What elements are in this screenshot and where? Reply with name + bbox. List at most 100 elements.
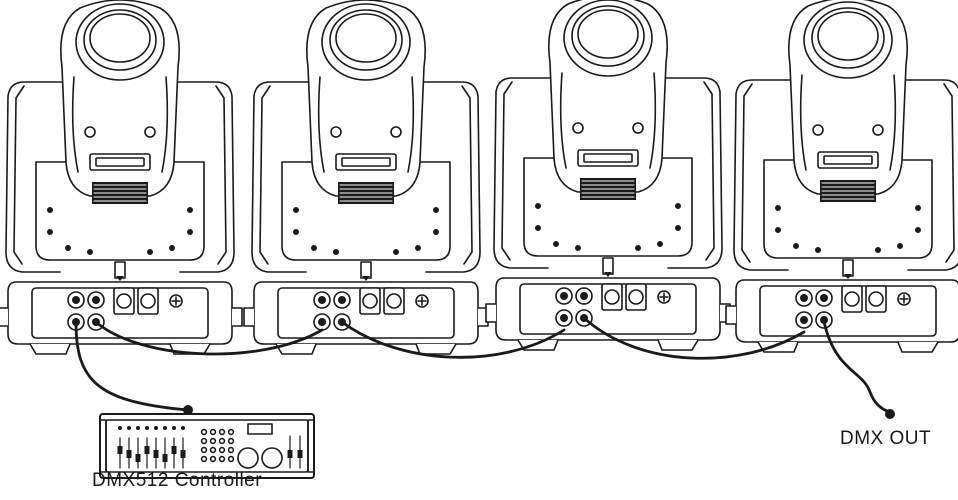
xlr-pin: [318, 296, 326, 304]
clamp-left: [0, 307, 9, 327]
led-dot: [145, 426, 149, 430]
screw-dot: [392, 248, 399, 255]
power-out: [137, 287, 159, 315]
xlr-pin: [72, 296, 80, 304]
power-out: [865, 285, 887, 313]
head-screw: [330, 126, 342, 138]
jog-wheel: [261, 447, 283, 469]
neck: [602, 257, 614, 275]
power-out-ring: [140, 293, 156, 309]
power-in-ring: [844, 291, 860, 307]
scene-button: [209, 455, 217, 463]
led-dot: [118, 426, 122, 430]
lens-outer: [563, 0, 653, 77]
power-in: [359, 287, 381, 315]
pointer: [844, 274, 852, 279]
power-out-ring: [628, 289, 644, 305]
foot-left: [275, 343, 317, 355]
scene-button: [200, 437, 208, 445]
screw-dot: [675, 224, 682, 231]
neck: [360, 261, 372, 279]
fuse-cross: [417, 296, 427, 306]
dmx-cables: [74, 316, 895, 419]
lens-outer: [803, 1, 893, 79]
controller-body: [99, 413, 315, 479]
head-screw: [144, 126, 156, 138]
scene-button: [200, 428, 208, 436]
dmx-out-label: DMX OUT: [840, 428, 932, 449]
screw-dot: [146, 248, 153, 255]
scene-button: [227, 428, 235, 436]
power-in: [113, 287, 135, 315]
xlr-pin: [92, 296, 100, 304]
cable-fixture-1-to-fixture-2: [94, 320, 324, 356]
display-window: [817, 151, 879, 169]
lens-ring: [571, 5, 645, 67]
yoke-right-edge: [461, 85, 473, 265]
screw-dot: [535, 224, 542, 231]
vent-grille: [92, 182, 148, 204]
pointer: [116, 276, 124, 281]
head-contour: [317, 76, 415, 173]
head-screw: [632, 122, 644, 134]
scene-button: [209, 446, 217, 454]
xlr-pin: [800, 294, 808, 302]
screw-dot: [187, 207, 194, 214]
lens-outer: [321, 3, 411, 81]
scene-button: [218, 437, 226, 445]
clamp-left: [485, 303, 497, 323]
fader-cap: [171, 446, 177, 454]
foot-right: [657, 339, 699, 351]
power-out-ring: [386, 293, 402, 309]
cable-fixture-4-to-dmx-out: [822, 320, 892, 414]
power-in-ring: [116, 293, 132, 309]
screw-dot: [293, 228, 300, 235]
xlr-pin: [560, 292, 568, 300]
scene-button: [218, 455, 226, 463]
rack-ear-left: [99, 419, 107, 473]
screw-dot: [656, 240, 663, 247]
yoke-left-edge: [741, 83, 753, 263]
head-screw: [84, 126, 96, 138]
head-contour: [559, 72, 657, 169]
scene-button: [218, 446, 226, 454]
scene-button: [209, 428, 217, 436]
power-out: [625, 283, 647, 311]
display-inner: [341, 157, 391, 167]
screw-dot: [86, 248, 93, 255]
moving-head-3: [485, 0, 731, 351]
screw-dot: [814, 246, 821, 253]
moving-head-2: [243, 0, 489, 355]
screw-dot: [915, 226, 922, 233]
xlr-pin: [820, 316, 828, 324]
screw-dot: [433, 207, 440, 214]
screw-dot: [64, 244, 71, 251]
yoke-left-edge: [259, 85, 271, 265]
jog-wheel: [237, 447, 259, 469]
power-in: [601, 283, 623, 311]
scene-button: [209, 437, 217, 445]
display-window: [335, 153, 397, 171]
screw-dot: [433, 228, 440, 235]
vent-grille: [820, 180, 876, 202]
screw-dot: [675, 203, 682, 210]
power-in: [841, 285, 863, 313]
fader-cap: [126, 450, 132, 458]
screw-dot: [915, 205, 922, 212]
rack-ear-right: [307, 419, 315, 473]
screw-dot: [168, 244, 175, 251]
master-fader-cap: [287, 450, 293, 458]
head-contour: [799, 74, 897, 171]
clamp-right: [231, 307, 243, 327]
vent-grille: [338, 182, 394, 204]
screw-dot: [896, 242, 903, 249]
xlr-pin: [318, 318, 326, 326]
xlr-pin: [338, 296, 346, 304]
screw-dot: [293, 207, 300, 214]
cable-plug: [885, 409, 895, 419]
lens-outer: [75, 3, 165, 81]
cable-plug: [183, 405, 193, 415]
cable-controller-to-fixture-1: [74, 320, 190, 412]
screw-dot: [47, 228, 54, 235]
